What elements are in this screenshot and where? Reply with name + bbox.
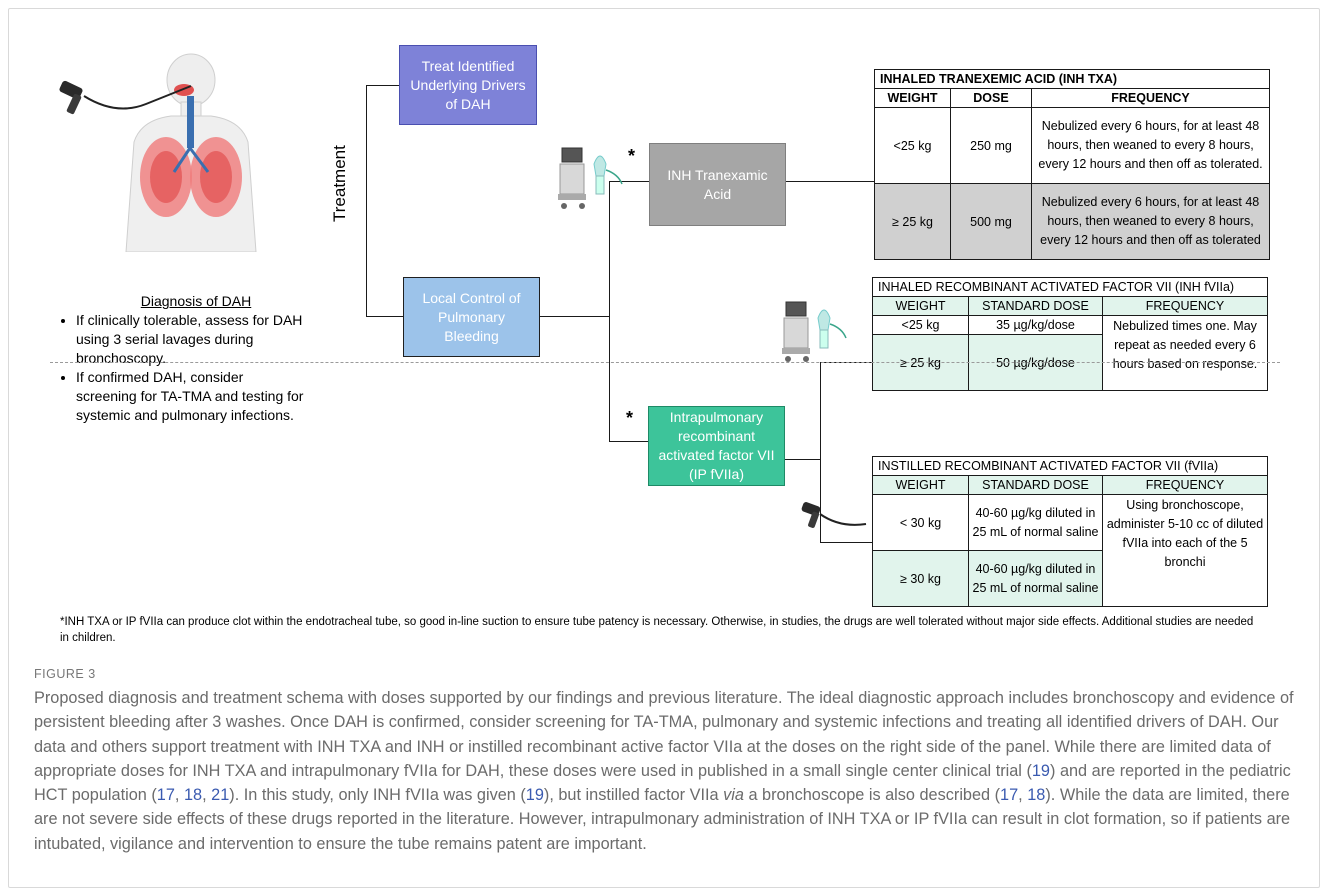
- table-cell: 35 µg/kg/dose: [968, 315, 1103, 335]
- figure-caption: Proposed diagnosis and treatment schema …: [34, 686, 1296, 856]
- table-cell: <25 kg: [874, 107, 951, 184]
- lungs-anatomy-icon: [125, 53, 257, 252]
- ref-link[interactable]: 21: [211, 786, 230, 805]
- caption-text: ), but instilled factor VIIa: [543, 786, 724, 805]
- local-control-box: Local Control of Pulmonary Bleeding: [403, 277, 540, 357]
- caption-sep: ,: [174, 786, 184, 805]
- header-weight: WEIGHT: [874, 88, 951, 108]
- table-cell: Using bronchoscope, administer 5-10 cc o…: [1101, 494, 1269, 607]
- table-cell: ≥ 25 kg: [874, 183, 951, 260]
- ref-link[interactable]: 18: [1027, 786, 1046, 805]
- bracket-bottom: [366, 316, 404, 317]
- header-frequency: FREQUENCY: [1030, 88, 1271, 108]
- connector-local: [540, 316, 610, 317]
- asterisk-ip: *: [626, 408, 634, 428]
- inh-txa-title: INHALED TRANEXEMIC ACID (INH TXA): [873, 69, 1271, 89]
- table-cell: <25 kg: [872, 315, 969, 335]
- bronchoscope-icon: [801, 502, 867, 528]
- connector-ip: [785, 459, 821, 460]
- diagnosis-title: Diagnosis of DAH: [140, 293, 252, 309]
- treat-drivers-box: Treat Identified Underlying Drivers of D…: [399, 45, 537, 125]
- caption-text: ). In this study, only INH fVIIa was giv…: [229, 786, 526, 805]
- caption-italic: via: [723, 786, 744, 805]
- inh-txa-box: INH Tranexamic Acid: [649, 143, 786, 226]
- table-cell: ≥ 30 kg: [872, 550, 969, 607]
- connector-vertical-main: [609, 181, 610, 442]
- header-weight: WEIGHT: [872, 296, 969, 316]
- figure-footnote: *INH TXA or IP fVIIa can produce clot wi…: [60, 616, 1254, 644]
- header-frequency: FREQUENCY: [1101, 475, 1269, 495]
- figure-frame: [8, 8, 1320, 888]
- ref-link[interactable]: 19: [525, 786, 544, 805]
- diagnosis-bullet-1: If clinically tolerable, assess for DAH …: [76, 311, 306, 368]
- connector-txa-table: [786, 181, 874, 182]
- connector-to-ip: [609, 441, 648, 442]
- table-cell: Nebulized every 6 hours, for at least 48…: [1030, 107, 1271, 184]
- header-weight: WEIGHT: [872, 475, 969, 495]
- inh-txa-table: INHALED TRANEXEMIC ACID (INH TXA) WEIGHT…: [873, 69, 1271, 260]
- table-cell: Nebulized every 6 hours, for at least 48…: [1030, 183, 1271, 260]
- bracket-top: [366, 85, 400, 86]
- instilled-title: INSTILLED RECOMBINANT ACTIVATED FACTOR V…: [871, 456, 1269, 476]
- table-cell: 500 mg: [950, 183, 1032, 260]
- ventilator-nebulizer-icon: [782, 301, 847, 362]
- bracket-vertical: [366, 85, 367, 317]
- caption-sep: ,: [1018, 786, 1028, 805]
- asterisk-txa: *: [628, 146, 636, 166]
- ip-fviia-box: Intrapulmonary recombinant activated fac…: [648, 406, 785, 486]
- diagnosis-bullet-2: If confirmed DAH, consider screening for…: [76, 368, 306, 425]
- connector-to-txa: [609, 181, 649, 182]
- ref-link[interactable]: 17: [1000, 786, 1019, 805]
- ref-link[interactable]: 19: [1031, 761, 1050, 780]
- bronchoscope-icon: [59, 80, 192, 115]
- divider-dotted: [50, 362, 1280, 363]
- ref-link[interactable]: 18: [183, 786, 203, 805]
- treatment-label: Treatment: [330, 145, 349, 222]
- table-cell: < 30 kg: [872, 494, 969, 551]
- header-dose: DOSE: [950, 88, 1032, 108]
- table-cell: Nebulized times one. May repeat as neede…: [1101, 315, 1269, 391]
- inh-fviia-title: INHALED RECOMBINANT ACTIVATED FACTOR VII…: [871, 277, 1269, 297]
- table-cell: 250 mg: [950, 107, 1032, 184]
- figure-label: FIGURE 3: [34, 667, 96, 681]
- ventilator-nebulizer-icon: [558, 147, 623, 209]
- diagnosis-section: Diagnosis of DAH If clinically tolerable…: [56, 292, 306, 425]
- caption-text: ). While the data are limited, there are…: [34, 786, 1291, 853]
- caption-sep: ,: [202, 786, 212, 805]
- inh-fviia-table: INHALED RECOMBINANT ACTIVATED FACTOR VII…: [871, 277, 1269, 391]
- caption-text: ) and are reported in the pediatric HCT …: [34, 761, 1291, 805]
- caption-text: Proposed diagnosis and treatment schema …: [34, 689, 1294, 780]
- header-standard-dose: STANDARD DOSE: [968, 475, 1103, 495]
- instilled-fviia-table: INSTILLED RECOMBINANT ACTIVATED FACTOR V…: [871, 456, 1269, 607]
- connector-to-instilled-table: [820, 542, 873, 543]
- ref-link[interactable]: 17: [156, 786, 175, 805]
- connector-vertical-right: [820, 362, 821, 542]
- table-cell: 40-60 µg/kg diluted in 25 mL of normal s…: [968, 550, 1103, 607]
- header-frequency: FREQUENCY: [1101, 296, 1269, 316]
- header-standard-dose: STANDARD DOSE: [968, 296, 1103, 316]
- caption-text: a bronchoscope is also described (: [743, 786, 1001, 805]
- table-cell: 40-60 µg/kg diluted in 25 mL of normal s…: [968, 494, 1103, 551]
